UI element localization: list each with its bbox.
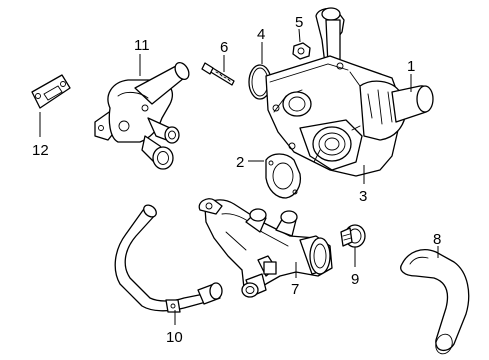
part-2-gasket bbox=[265, 153, 302, 199]
part-5-nut bbox=[292, 42, 311, 60]
part-12-gasket bbox=[31, 74, 71, 109]
callout-6: 6 bbox=[220, 39, 228, 56]
part-8-hose bbox=[400, 249, 470, 355]
leader-lines bbox=[39, 28, 439, 325]
callout-11: 11 bbox=[134, 37, 150, 54]
part-1-water-pump bbox=[265, 7, 434, 177]
callout-8: 8 bbox=[433, 231, 441, 248]
part-11-thermostat-housing bbox=[94, 61, 190, 170]
callout-2: 2 bbox=[236, 154, 244, 171]
part-7-coolant-flange bbox=[198, 198, 333, 298]
callout-5: 5 bbox=[295, 14, 303, 31]
callout-3: 3 bbox=[359, 188, 367, 205]
callout-7: 7 bbox=[291, 281, 299, 298]
part-6-bolt bbox=[201, 62, 235, 86]
callouts: 11 12 6 4 5 1 2 3 7 8 9 10 bbox=[32, 14, 441, 346]
callout-4: 4 bbox=[257, 26, 265, 43]
callout-10: 10 bbox=[166, 329, 183, 346]
leader-5 bbox=[298, 28, 301, 43]
callout-1: 1 bbox=[407, 58, 415, 75]
callout-9: 9 bbox=[351, 271, 359, 288]
part-10-coolant-pipe bbox=[114, 204, 223, 313]
callout-12: 12 bbox=[32, 142, 49, 159]
part-9-hose-clamp bbox=[340, 224, 366, 248]
